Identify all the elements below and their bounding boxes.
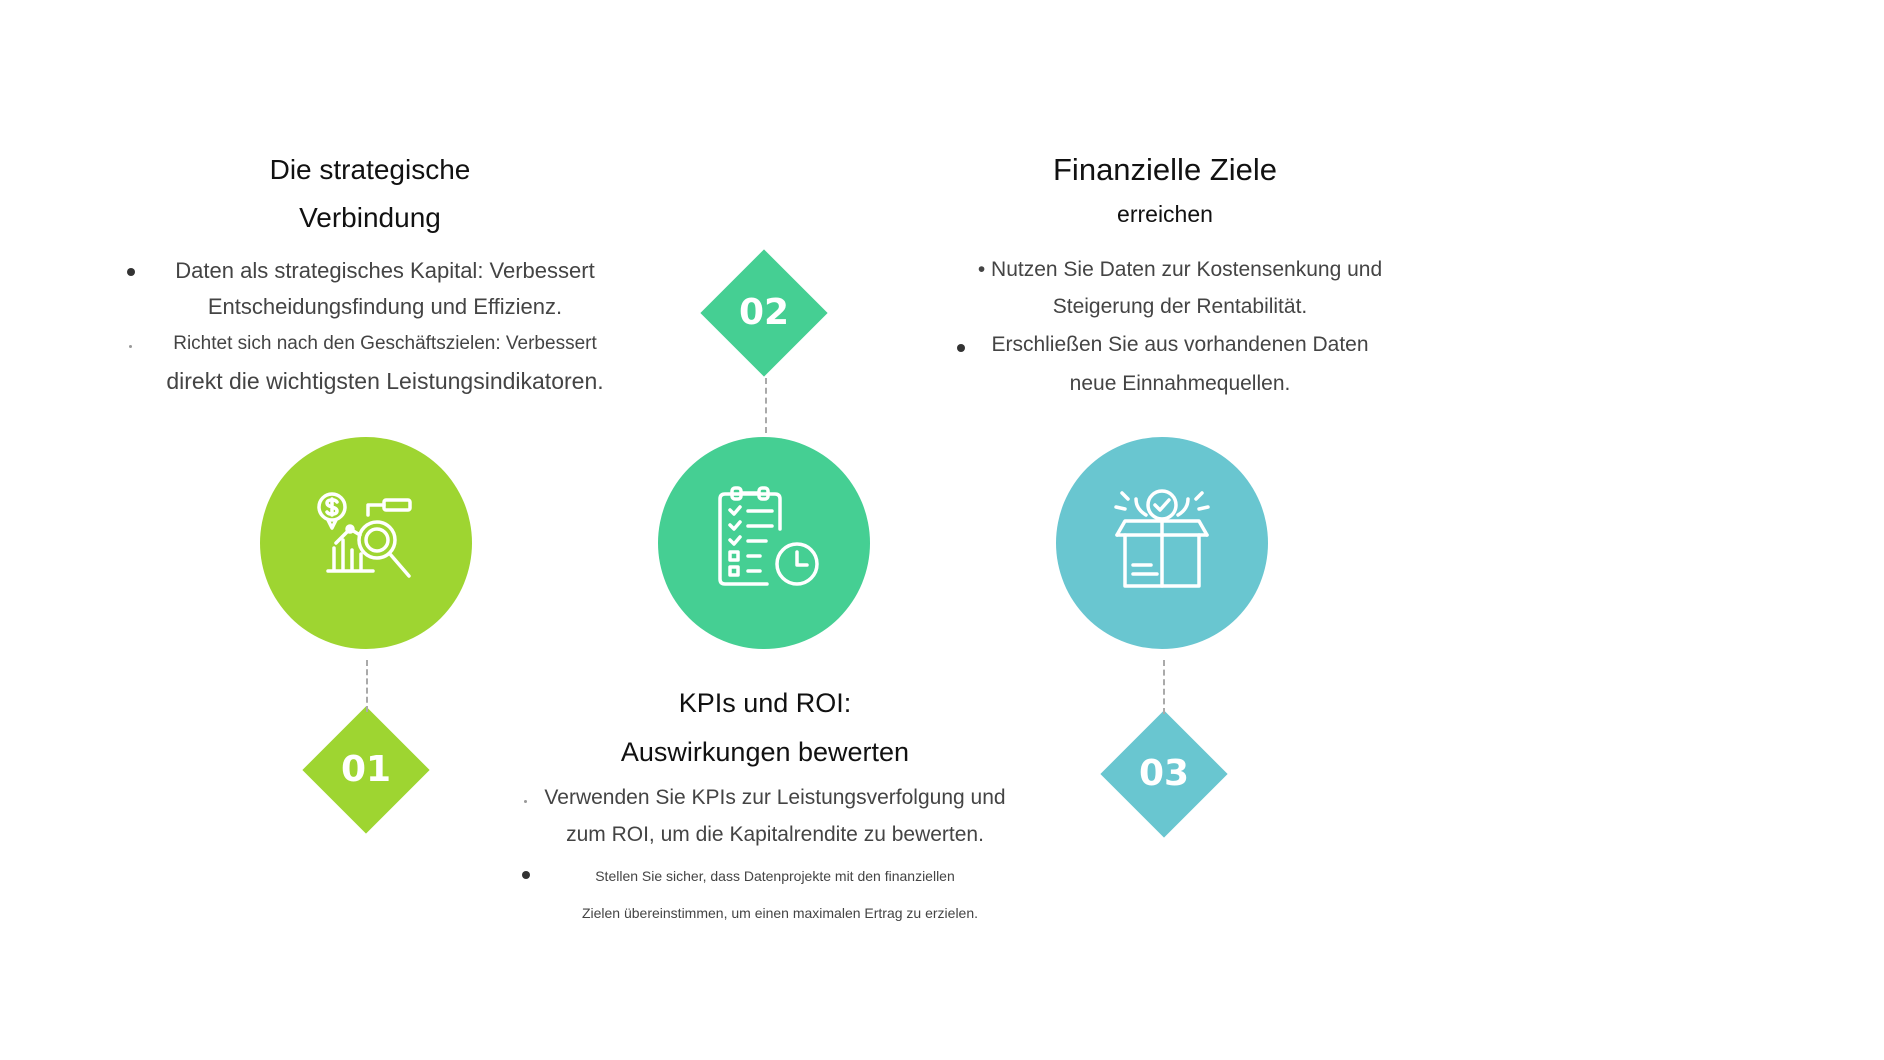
open-box-check-icon <box>1114 489 1210 588</box>
step1-number-diamond: 01 <box>302 706 430 834</box>
step3-bullet1-line1: • Nutzen Sie Daten zur Kostensenkung und <box>977 258 1383 281</box>
step1-number: 01 <box>340 749 392 790</box>
step1-bullet1-line2: Entscheidungsfindung und Effizienz. <box>207 294 563 319</box>
step3-title-line1: Finanzielle Ziele <box>1053 152 1277 187</box>
step1-circle <box>260 437 472 649</box>
step2-title-line1: KPIs und ROI: <box>678 688 852 718</box>
step2-title-line2: Auswirkungen bewerten <box>620 737 910 767</box>
step2-bullet1-line1: Verwenden Sie KPIs zur Leistungsverfolgu… <box>544 786 1006 809</box>
bullet-dot <box>524 800 527 803</box>
step2-circle <box>658 437 870 649</box>
connector-line <box>765 378 767 433</box>
connector-line <box>366 660 368 712</box>
step1-bullet1-line1: Daten als strategisches Kapital: Verbess… <box>175 258 595 283</box>
step1-title-line1: Die strategische <box>269 154 471 185</box>
step3-number: 03 <box>1138 753 1190 794</box>
step2-bullet1-line2: zum ROI, um die Kapitalrendite zu bewert… <box>566 823 984 846</box>
bullet-dot <box>127 268 135 276</box>
step1-bullet2-line1: Richtet sich nach den Geschäftszielen: V… <box>173 333 597 354</box>
bullet-dot <box>957 344 965 352</box>
step3-bullet2-line1: Erschließen Sie aus vorhandenen Daten <box>991 333 1369 356</box>
step3-bullet1-line2: Steigerung der Rentabilität. <box>1052 295 1308 318</box>
checklist-clock-icon <box>718 486 819 586</box>
step2-number: 02 <box>738 292 790 333</box>
step3-number-diamond: 03 <box>1100 710 1228 838</box>
step3-bullet2-line2: neue Einnahmequellen. <box>1069 372 1291 395</box>
step2-number-diamond: 02 <box>700 249 828 377</box>
bullet-dot <box>522 871 530 879</box>
step3-title-line2: erreichen <box>1117 201 1213 227</box>
analytics-magnifier-icon <box>317 492 412 578</box>
step1-title-line2: Verbindung <box>299 202 441 233</box>
bullet-dot <box>129 345 132 348</box>
step2-bullet2-line2: Zielen übereinstimmen, um einen maximale… <box>581 905 979 921</box>
step2-bullet2-line1: Stellen Sie sicher, dass Datenprojekte m… <box>595 868 955 884</box>
step3-circle <box>1056 437 1268 649</box>
connector-line <box>1163 660 1165 714</box>
step1-bullet2-line2: direkt die wichtigsten Leistungsindikato… <box>166 368 604 394</box>
